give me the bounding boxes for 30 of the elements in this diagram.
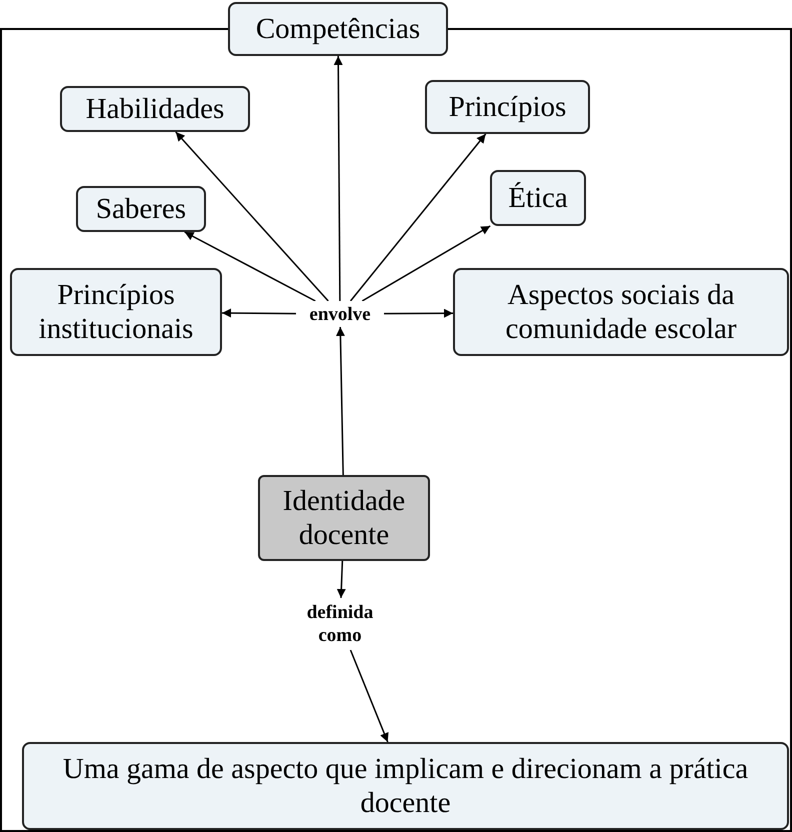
arrow <box>334 56 343 301</box>
concept-label: Princípios <box>448 90 566 124</box>
concept-box <box>453 268 789 356</box>
concept-box <box>490 170 586 226</box>
concept-box <box>10 268 222 356</box>
concept-box <box>76 186 206 232</box>
concept-box <box>425 80 590 134</box>
arrow <box>336 326 345 476</box>
arrow <box>362 225 491 302</box>
linking-phrase: definida como <box>306 601 374 647</box>
concept-label: Identidade docente <box>282 484 406 552</box>
concept-label: Uma gama de aspecto que implicam e direcionam a prática docente <box>62 752 750 820</box>
concept-label: Ética <box>508 181 568 215</box>
arrow <box>384 308 453 318</box>
concept-label: Saberes <box>96 192 186 226</box>
arrow <box>184 231 316 302</box>
concept-label: Habilidades <box>86 92 224 126</box>
concept-box <box>228 2 448 56</box>
arrow <box>350 650 388 742</box>
arrow <box>350 134 486 302</box>
concept-label: Competências <box>256 12 420 46</box>
concept-label: Aspectos sociais da comunidade escolar <box>504 278 738 346</box>
concept-box <box>22 742 789 830</box>
concept-label: Princípios institucionais <box>38 278 194 346</box>
concept-box <box>60 86 250 132</box>
arrow <box>222 308 296 318</box>
arrow <box>336 560 346 598</box>
arrow <box>175 132 329 302</box>
concept-box <box>258 475 430 561</box>
linking-phrase: envolve <box>309 302 371 326</box>
